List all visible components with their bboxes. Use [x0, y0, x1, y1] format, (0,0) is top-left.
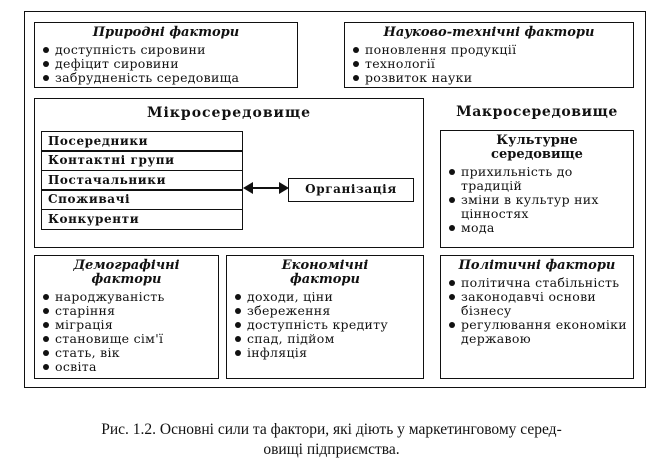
- figure-caption: Рис. 1.2. Основні сили та фактори, які д…: [0, 420, 663, 460]
- demographic-item: освіта: [41, 360, 212, 374]
- demographic-factors-box: Демографічні фактори народжуваність стар…: [34, 255, 219, 379]
- cultural-environment-box: Культурне середовище прихильність до тра…: [440, 130, 634, 248]
- organization-box: Організація: [288, 178, 414, 202]
- demographic-title-line1: Демографічні: [73, 258, 180, 273]
- economic-title-line2: фактори: [290, 272, 360, 287]
- demographic-item: старіння: [41, 304, 212, 318]
- economic-title-line1: Економічні: [281, 258, 369, 273]
- micro-item-intermediaries: Посередники: [41, 130, 243, 152]
- double-arrow-icon: [243, 182, 289, 194]
- economic-item: інфляція: [233, 346, 417, 360]
- demographic-item: міграція: [41, 318, 212, 332]
- scitech-factors-box: Науково-технічні фактори поновлення прод…: [344, 22, 634, 88]
- economic-item: доступність кредиту: [233, 318, 417, 332]
- scitech-item: поновлення продукції: [351, 43, 627, 57]
- political-item: законодавчі основи бізнесу: [447, 290, 627, 318]
- political-factors-title: Політичні фактори: [458, 258, 616, 273]
- microenvironment-list: Посередники Контактні групи Постачальник…: [41, 130, 243, 230]
- scitech-item: розвиток науки: [351, 71, 627, 85]
- cultural-item: мода: [447, 221, 627, 235]
- natural-item: забрудненість середовища: [41, 71, 291, 85]
- scitech-factors-title: Науково-технічні фактори: [383, 25, 595, 40]
- micro-item-consumers: Споживачі: [41, 189, 243, 210]
- demographic-item: народжуваність: [41, 290, 212, 304]
- economic-item: збереження: [233, 304, 417, 318]
- cultural-title-line1: Культурне: [496, 133, 578, 148]
- cultural-title-line2: середовище: [491, 147, 583, 162]
- macroenvironment-title: Макросередовище: [456, 104, 618, 120]
- economic-item: доходи, ціни: [233, 290, 417, 304]
- natural-item: дефіцит сировини: [41, 57, 291, 71]
- political-factors-box: Політичні фактори політична стабільність…: [440, 255, 634, 379]
- micro-item-contact-groups: Контактні групи: [41, 150, 243, 171]
- cultural-item: зміни в культур них цінностях: [447, 193, 627, 221]
- microenvironment-box: Мікросередовище Посередники Контактні гр…: [34, 98, 424, 248]
- political-item: регулювання економіки державою: [447, 318, 627, 346]
- caption-line2: овищі підприємства.: [263, 441, 400, 458]
- political-item: політична стабільність: [447, 276, 627, 290]
- natural-factors-title: Природні фактори: [92, 25, 240, 40]
- natural-item: доступність сировини: [41, 43, 291, 57]
- diagram-frame: [24, 11, 646, 388]
- demographic-title-line2: фактори: [91, 272, 162, 287]
- scitech-item: технології: [351, 57, 627, 71]
- microenvironment-title: Мікросередовище: [146, 105, 312, 121]
- micro-item-suppliers: Постачальники: [41, 169, 243, 191]
- micro-item-competitors: Конкуренти: [41, 208, 243, 230]
- natural-factors-box: Природні фактори доступність сировини де…: [34, 22, 298, 88]
- demographic-item: стать, вік: [41, 346, 212, 360]
- demographic-item: становище сім'ї: [41, 332, 212, 346]
- caption-line1: Рис. 1.2. Основні сили та фактори, які д…: [101, 421, 562, 438]
- economic-item: спад, підйом: [233, 332, 417, 346]
- cultural-item: прихильність до традицій: [447, 165, 627, 193]
- economic-factors-box: Економічні фактори доходи, ціни збережен…: [226, 255, 424, 379]
